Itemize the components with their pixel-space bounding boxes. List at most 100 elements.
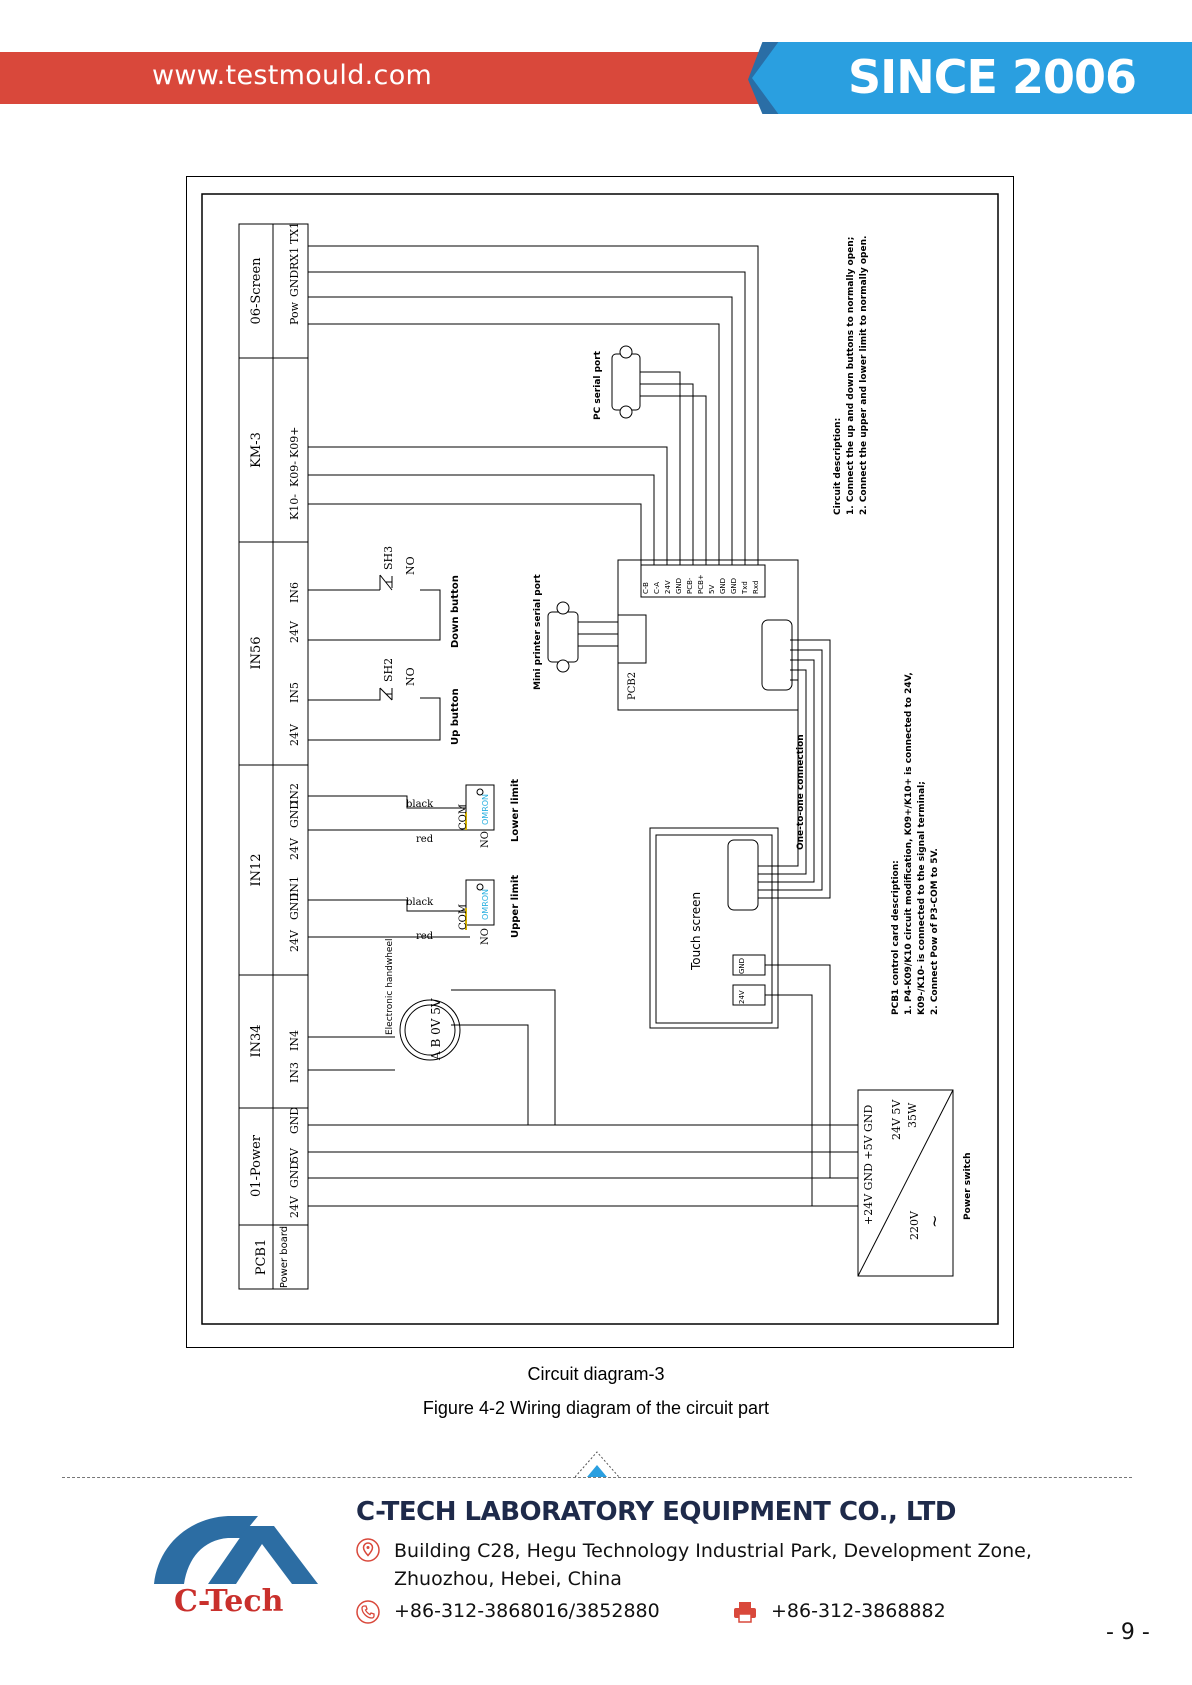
fax-icon [734,1602,756,1623]
svg-text:PCB-: PCB- [686,577,694,594]
phone-icon [356,1600,380,1624]
svg-text:24V: 24V [288,723,301,746]
pcb2-board [617,559,799,711]
svg-text:24V: 24V [288,620,301,643]
address-line-1: Building C28, Hegu Technology Industrial… [394,1540,1032,1562]
svg-text:IN3: IN3 [288,1062,301,1083]
down-button-label: Down button [450,575,461,648]
svg-text:GND: GND [675,578,683,594]
header-since: SINCE 2006 [848,50,1137,104]
svg-text:GND: GND [288,801,301,828]
pcb1-strip [238,223,309,1290]
svg-text:IN6: IN6 [288,582,301,603]
svg-text:IN5: IN5 [288,682,301,703]
svg-text:black: black [406,799,434,810]
circuit-description: Circuit description: 1. Connect the up a… [833,236,869,515]
header-url[interactable]: www.testmould.com [152,60,433,91]
svg-text:COM: COM [458,804,469,830]
handwheel-label: Electronic handwheel [385,939,395,1036]
svg-text:GND: GND [288,893,301,920]
svg-text:1. Connect the up and down but: 1. Connect the up and down buttons to no… [846,237,856,515]
company-name: C-TECH LABORATORY EQUIPMENT CO., LTD [356,1497,956,1527]
pcb1-label: PCB1 [254,1239,269,1276]
lower-limit-label: Lower limit [510,779,521,842]
svg-text:GND: GND [719,578,727,594]
block-label-km3: KM-3 [249,432,264,468]
svg-text:black: black [406,897,434,908]
svg-text:24V: 24V [288,837,301,860]
power-switch-label: Power switch [963,1152,973,1220]
psu-ac: ~ [925,1215,944,1228]
svg-text:red: red [416,834,434,845]
upper-limit-switch [465,879,495,930]
svg-text:C-A: C-A [653,582,661,594]
svg-text:OMRON: OMRON [481,889,490,920]
touch-screen-label: Touch screen [689,892,703,971]
block-label-in34: IN34 [249,1024,264,1057]
pc-serial-connector [611,345,641,419]
svg-text:GND: GND [288,1161,301,1188]
pin-labels: Pow GND RX1 TX1 K10- K09- K09+ 24V IN5 2… [288,222,301,1218]
power-supply [857,1089,954,1277]
svg-text:IN2: IN2 [288,783,301,804]
psu-watt: 35W [906,1102,919,1128]
svg-text:NO: NO [480,831,491,848]
psu-outputs: +24V GND +5V GND [862,1105,875,1225]
svg-text:24V: 24V [288,1195,301,1218]
svg-text:RX1: RX1 [288,247,301,270]
svg-text:GND: GND [288,270,301,297]
svg-text:5V: 5V [708,585,716,594]
svg-text:IN4: IN4 [288,1030,301,1051]
location-icon [356,1538,380,1562]
svg-text:Pow: Pow [288,301,301,325]
divider-triangle-icon [575,1451,619,1478]
svg-text:red: red [416,931,434,942]
svg-text:GND: GND [288,1107,301,1134]
svg-text:GND: GND [730,578,738,594]
header-blue-band [752,42,1192,114]
handwheel [399,999,461,1061]
block-label-in12: IN12 [249,853,264,886]
svg-text:K10-: K10- [288,494,301,520]
phone-number[interactable]: +86-312-3868016/3852880 [394,1600,660,1622]
handwheel-pins: A B 0V 5V [429,998,443,1061]
button-switches [379,574,393,701]
svg-text:GND: GND [738,958,746,974]
svg-text:IN1: IN1 [288,876,301,897]
svg-text:2. Connect the upper and lower: 2. Connect the upper and lower limit to … [859,236,869,515]
mini-printer-connector [547,601,579,673]
svg-text:5V: 5V [288,1147,301,1163]
one-to-one-label: One-to-one connection [796,734,806,850]
ctech-logo-icon [154,1516,318,1584]
pc-serial-label: PC serial port [593,350,603,420]
block-label-in56: IN56 [249,636,264,669]
svg-text:COM: COM [458,904,469,930]
sh2-no: NO [404,667,417,686]
page-number: - 9 - [1106,1620,1150,1645]
figure-caption: Figure 4-2 Wiring diagram of the circuit… [422,1398,770,1418]
fax-number[interactable]: +86-312-3868882 [771,1600,946,1622]
sh3-no: NO [404,556,417,575]
terminal-labels: C-B C-A 24V GND PCB- PCB+ 5V GND GND Txd… [642,574,760,595]
logo-text: C-Tech [174,1584,284,1619]
svg-text:24V: 24V [738,990,746,1004]
svg-text:NO: NO [480,928,491,945]
up-button-label: Up button [450,688,461,745]
svg-text:1. P4-K09/K10 circuit modifica: 1. P4-K09/K10 circuit modification, K09+… [904,672,914,1015]
svg-text:PCB+: PCB+ [697,574,705,594]
lower-limit-switch [465,784,495,831]
svg-text:Txd: Txd [741,581,749,595]
pcb1-description: PCB1 control card description: 1. P4-K09… [891,672,940,1015]
upper-limit-label: Upper limit [510,875,521,938]
svg-text:PCB1 control card description:: PCB1 control card description: [891,860,901,1015]
svg-text:Rxd: Rxd [752,581,760,594]
svg-text:C-B: C-B [642,582,650,594]
sh2-label: SH2 [382,658,395,682]
svg-text:Circuit description:: Circuit description: [833,418,843,515]
circuit-diagram: 06-Screen KM-3 IN56 IN12 IN34 01-Power P… [201,193,999,1325]
diagram-title: Circuit diagram-3 [527,1364,665,1384]
address: Building C28, Hegu Technology Industrial… [394,1537,1034,1593]
pcb2-label: PCB2 [627,672,638,700]
svg-text:K09-/K10- is connected to the: K09-/K10- is connected to the signal ter… [917,781,927,1015]
block-label-screen: 06-Screen [249,257,264,325]
